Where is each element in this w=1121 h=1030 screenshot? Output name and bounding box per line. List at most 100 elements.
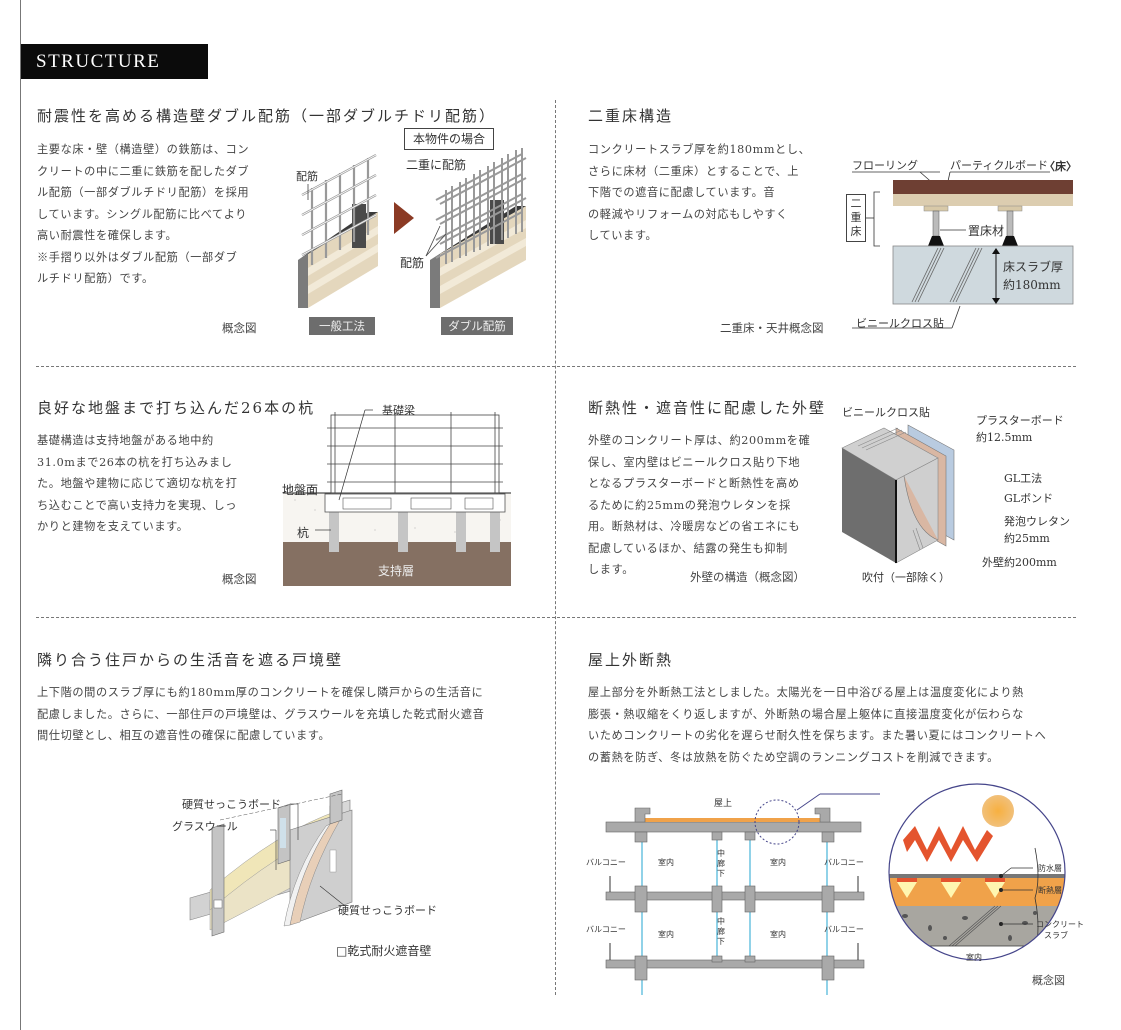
body-line: します。 [588, 563, 635, 576]
label-vinyl-cloth: ビニールクロス貼 [856, 317, 944, 330]
label-glass-wool: グラスウール [172, 820, 238, 833]
label-urethane-thickness: 約25mm [1004, 532, 1050, 545]
label-insulation-layer: 断熱層 [1038, 886, 1062, 895]
label-corridor-upper: 中廊下 [717, 849, 725, 878]
body-line: 高い耐震性を確保します。 [37, 229, 178, 242]
body-line: た。地盤や建物に応じて適切な杭を打 [37, 477, 238, 490]
body-line: 基礎構造は支持地盤がある地中約 [37, 434, 214, 447]
double-rebar-body: 主要な床・壁（構造壁）の鉄筋は、コン クリートの中に二重に鉄筋を配したダブ ル配… [37, 139, 267, 290]
label-gl-method: GL工法 [1004, 472, 1043, 485]
body-line: 膨張・熱収縮をくり返しますが、外断熱の場合屋上躯体に直接温度変化が伝わらな [588, 707, 1024, 721]
body-line: 上下階の間のスラブ厚にも約180mm厚のコンクリートを確保し隣戸からの生活音に [37, 686, 484, 699]
label-foundation-beam: 基礎梁 [382, 404, 415, 417]
label-vinyl-cloth-wall: ビニールクロス貼 [842, 406, 930, 419]
body-line: しています。シングル配筋に比べてより [37, 207, 248, 221]
rebar-label-double: 配筋 [400, 256, 425, 270]
body-line: ル配筋（一部ダブルチドリ配筋）を採用 [37, 186, 250, 199]
body-line: 用。断熱材は、冷暖房などの省エネにも [588, 520, 801, 533]
heat-rays-icon [903, 826, 993, 862]
label-balcony-1: バルコニー [586, 858, 626, 867]
label-slab-thickness: 床スラブ厚 [1003, 260, 1064, 274]
label-room-3: 室内 [658, 930, 674, 939]
label-balcony-3: バルコニー [586, 925, 626, 934]
partition-wall-diagram [189, 789, 353, 937]
label-waterproof-layer: 防水層 [1038, 864, 1062, 873]
label-floor-tag: 〈床〉 [1044, 160, 1077, 173]
column-divider [555, 100, 556, 995]
label-room-1: 室内 [658, 858, 674, 867]
body-line: るために約25mmの発泡ウレタンを採 [588, 498, 791, 512]
roof-insulation-caption: 概念図 [1032, 974, 1065, 987]
piles-title: 良好な地盤まで打ち込んだ26本の杭 [37, 399, 316, 417]
body-line: 主要な床・壁（構造壁）の鉄筋は、コン [37, 143, 250, 156]
exterior-wall-title: 断熱性・遮音性に配慮した外壁 [588, 399, 827, 417]
double-rebar-label: 二重に配筋 [406, 158, 467, 172]
label-roof: 屋上 [714, 799, 733, 809]
double-floor-title: 二重床構造 [588, 107, 674, 125]
body-line: コンクリートスラブ厚を約180mmとし、 [588, 143, 811, 156]
label-slab: スラブ [1044, 931, 1068, 940]
body-line: 配慮しました。さらに、一部住戸の戸境壁は、グラスウールを充填した乾式耐火遮音 [37, 707, 485, 721]
label-support: 置床材 [968, 224, 1005, 238]
pile-foundation-diagram [283, 409, 511, 586]
body-line: の軽減やリフォームの対応もしやすく [588, 207, 788, 221]
label-gypsum-board-bottom: 硬質せっこうボード [338, 904, 437, 917]
double-rebar-wall [425, 148, 527, 308]
body-line: の蓄熱を防ぎ、冬は放熱を防ぐため空調のランニングコストを削減できます。 [588, 750, 999, 764]
exterior-wall-diagram [841, 424, 955, 564]
rebar-label-single: 配筋 [296, 170, 318, 183]
label-slab-value: 約180mm [1003, 278, 1061, 292]
body-line: しています。 [588, 229, 658, 242]
double-rebar-caption: 概念図 [222, 321, 257, 335]
label-pile: 杭 [297, 526, 310, 540]
body-line: 配慮しているほか、結露の発生も抑制 [588, 541, 788, 555]
tag-conventional-method: 一般工法 [309, 317, 375, 335]
double-floor-body: コンクリートスラブ厚を約180mmとし、 さらに床材（二重床）とすることで、上 … [588, 139, 818, 247]
label-plaster-thickness: 約12.5mm [976, 431, 1033, 444]
label-spray-finish: 吹付（一部除く） [862, 571, 950, 584]
legend-fire-wall: □乾式耐火遮音壁 [336, 944, 432, 958]
this-property-box: 本物件の場合 [404, 128, 494, 150]
roof-section-diagram [605, 793, 880, 995]
body-line: ※手摺り以外はダブル配筋（一部ダブ [37, 250, 238, 264]
label-flooring: フローリング [852, 159, 918, 172]
double-rebar-title: 耐震性を高める構造壁ダブル配筋（一部ダブルチドリ配筋） [37, 107, 497, 125]
roof-detail-diagram [888, 783, 1066, 961]
label-balcony-2: バルコニー [824, 858, 864, 867]
body-line: 下階での遮音に配慮しています。音 [588, 186, 776, 199]
label-concrete: コンクリート [1036, 920, 1084, 929]
comparison-arrow-icon [394, 202, 414, 234]
body-line: 外壁のコンクリート厚は、約200mmを確 [588, 434, 811, 447]
body-line: ルチドリ配筋）です。 [37, 272, 154, 285]
label-particle-board: パーティクルボード [950, 159, 1049, 172]
tag-double-rebar: ダブル配筋 [441, 317, 513, 335]
body-line: 31.0mまで26本の杭を打ち込みまし [37, 455, 233, 469]
partition-wall-body: 上下階の間のスラブ厚にも約180mm厚のコンクリートを確保し隣戸からの生活音に … [37, 682, 547, 747]
double-floor-box: 二重床 [846, 194, 866, 242]
piles-body: 基礎構造は支持地盤がある地中約 31.0mまで26本の杭を打ち込みまし た。地盤… [37, 430, 267, 538]
single-rebar-wall [298, 154, 378, 308]
rebar-diagram [298, 148, 527, 308]
piles-caption: 概念図 [222, 572, 257, 586]
body-line: クリートの中に二重に鉄筋を配したダブ [37, 164, 250, 178]
body-line: いためコンクリートの劣化を遅らせ耐久性を保ちます。また暑い夏にはコンクリートへ [588, 729, 1047, 742]
section-brand-title: STRUCTURE [21, 44, 208, 79]
roof-insulation-body: 屋上部分を外断熱工法としました。太陽光を一日中浴びる屋上は温度変化により熱 膨張… [588, 682, 1088, 768]
label-ground-surface: 地盤面 [282, 483, 319, 497]
row-divider-1 [36, 366, 1076, 367]
exterior-wall-body: 外壁のコンクリート厚は、約200mmを確 保し、室内壁はビニールクロス貼り下地 … [588, 430, 818, 581]
double-floor-caption: 二重床・天井概念図 [720, 321, 824, 335]
page-left-rule [20, 0, 21, 1030]
label-room-4: 室内 [770, 930, 786, 939]
label-gl-bond: GLボンド [1004, 492, 1054, 505]
label-room-2: 室内 [770, 858, 786, 867]
sun-icon [982, 795, 1014, 827]
label-urethane: 発泡ウレタン [1004, 515, 1070, 528]
body-line: かりと建物を支えています。 [37, 520, 189, 533]
double-floor-diagram [852, 171, 1074, 329]
label-gypsum-board-top: 硬質せっこうボード [182, 798, 281, 811]
roof-insulation-title: 屋上外断熱 [588, 651, 674, 669]
label-bearing-layer: 支持層 [378, 564, 415, 578]
body-line: 間仕切壁とし、相互の遮音性の確保に配慮しています。 [37, 729, 331, 742]
body-line: 屋上部分を外断熱工法としました。太陽光を一日中浴びる屋上は温度変化により熱 [588, 686, 1024, 699]
